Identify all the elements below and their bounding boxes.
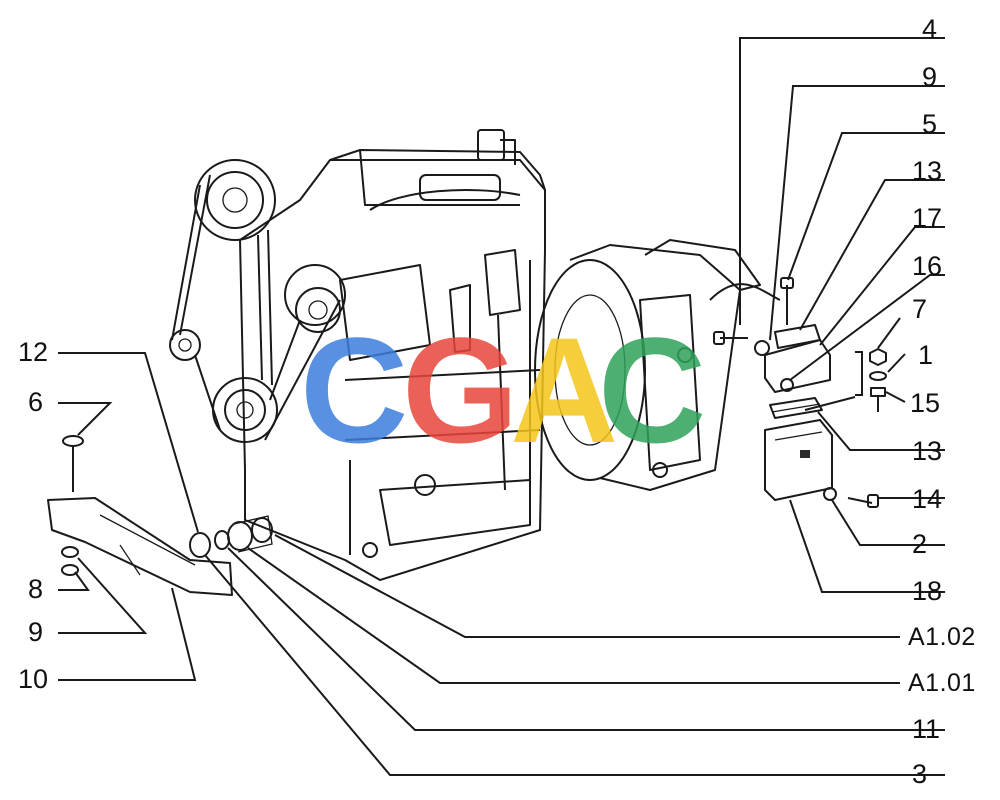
right-mount-parts: [713, 277, 887, 508]
callout-17: 17: [912, 203, 942, 233]
callout-7: 7: [912, 294, 927, 324]
callout-12: 12: [18, 337, 48, 367]
watermark-logo: C G A C: [300, 306, 706, 474]
callout-8: 8: [28, 574, 43, 604]
belt-drive: [169, 159, 346, 443]
callout-1: 1: [918, 340, 933, 370]
callout-14: 14: [912, 484, 942, 514]
callout-10: 10: [18, 664, 48, 694]
callout-a1-02: A1.02: [908, 623, 976, 651]
engine-assembly: [239, 129, 546, 581]
callout-18: 18: [912, 576, 942, 606]
watermark-letter-a: A: [510, 306, 618, 474]
gearbox-housing: [534, 239, 781, 491]
callout-9-top: 9: [922, 62, 937, 92]
callout-3: 3: [912, 759, 927, 789]
leader-lines: [58, 37, 945, 776]
watermark-letter-g: G: [402, 306, 519, 474]
callout-6: 6: [28, 387, 43, 417]
callout-13-top: 13: [912, 156, 942, 186]
callout-labels: 4 9 5 13 17 16 7 1 15 13 14 2 18 A1.02 A…: [18, 14, 976, 789]
callout-4: 4: [922, 14, 937, 44]
callout-5: 5: [922, 109, 937, 139]
callout-2: 2: [912, 529, 927, 559]
left-mount-parts: [47, 435, 273, 596]
callout-a1-01: A1.01: [908, 669, 976, 697]
watermark-letter-c2: C: [598, 306, 706, 474]
callout-11: 11: [912, 714, 940, 744]
callout-15: 15: [910, 388, 940, 418]
watermark-letter-c1: C: [300, 306, 408, 474]
callout-13-mid: 13: [912, 436, 942, 466]
callout-9-left: 9: [28, 617, 43, 647]
callout-16: 16: [912, 251, 942, 281]
